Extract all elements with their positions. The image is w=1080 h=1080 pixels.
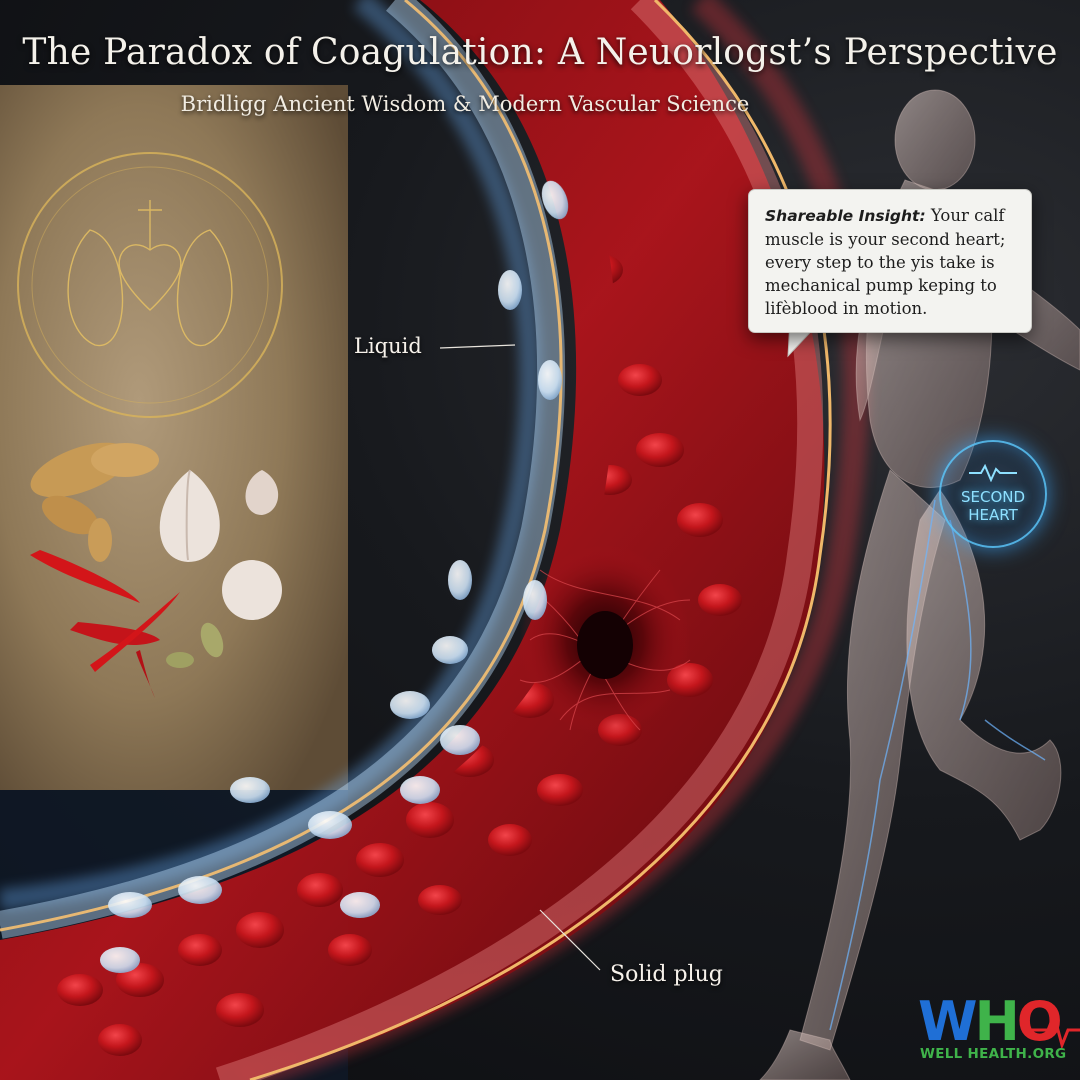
- liquid-label: Liquid: [354, 334, 422, 358]
- heartbeat-icon: [969, 464, 1017, 482]
- logo-letter-h: H: [974, 990, 1020, 1053]
- logo-letter-o: O: [1016, 990, 1063, 1053]
- anatomy-circle: [17, 152, 283, 418]
- callout-body: Your calf muscle is your second heart; e…: [765, 206, 1006, 318]
- second-heart-badge: SECOND HEART: [939, 440, 1047, 548]
- vessel-wall-inner: [0, 0, 566, 939]
- logo-letter-w: W: [918, 990, 978, 1053]
- fibrin-clot: [519, 545, 691, 735]
- liquid-leader-line: [439, 344, 516, 349]
- solid-leader-line: [539, 909, 601, 971]
- ginger-root: [30, 442, 159, 562]
- logo-heartbeat-line: [1030, 1010, 1080, 1050]
- chili-peppers: [30, 550, 180, 698]
- callout-title: Shareable Insight:: [765, 207, 926, 225]
- cardamom-pod: [200, 622, 224, 658]
- logo-tagline: WELL HEALTH.ORG: [920, 1046, 1067, 1062]
- parchment-panel: [0, 85, 348, 790]
- page-title: The Paradox of Coagulation: A Neuorlogst…: [22, 32, 1058, 73]
- white-cells: [100, 180, 569, 973]
- shareable-insight-callout: Shareable Insight: Your calf muscle is y…: [748, 189, 1032, 333]
- logo-letters: WHO: [918, 990, 1063, 1053]
- solid-plug-label: Solid plug: [610, 962, 723, 987]
- vessel-wall-outer: [215, 0, 824, 1080]
- page-subtitle: Bridligg Ancient Wisdom & Modern Vascula…: [180, 92, 750, 116]
- second-heart-text: SECOND HEART: [960, 488, 1026, 524]
- heart-lungs-sketch: [67, 200, 233, 347]
- garlic: [159, 469, 282, 620]
- well-health-logo: WHO WELL HEALTH.ORG: [918, 992, 1076, 1072]
